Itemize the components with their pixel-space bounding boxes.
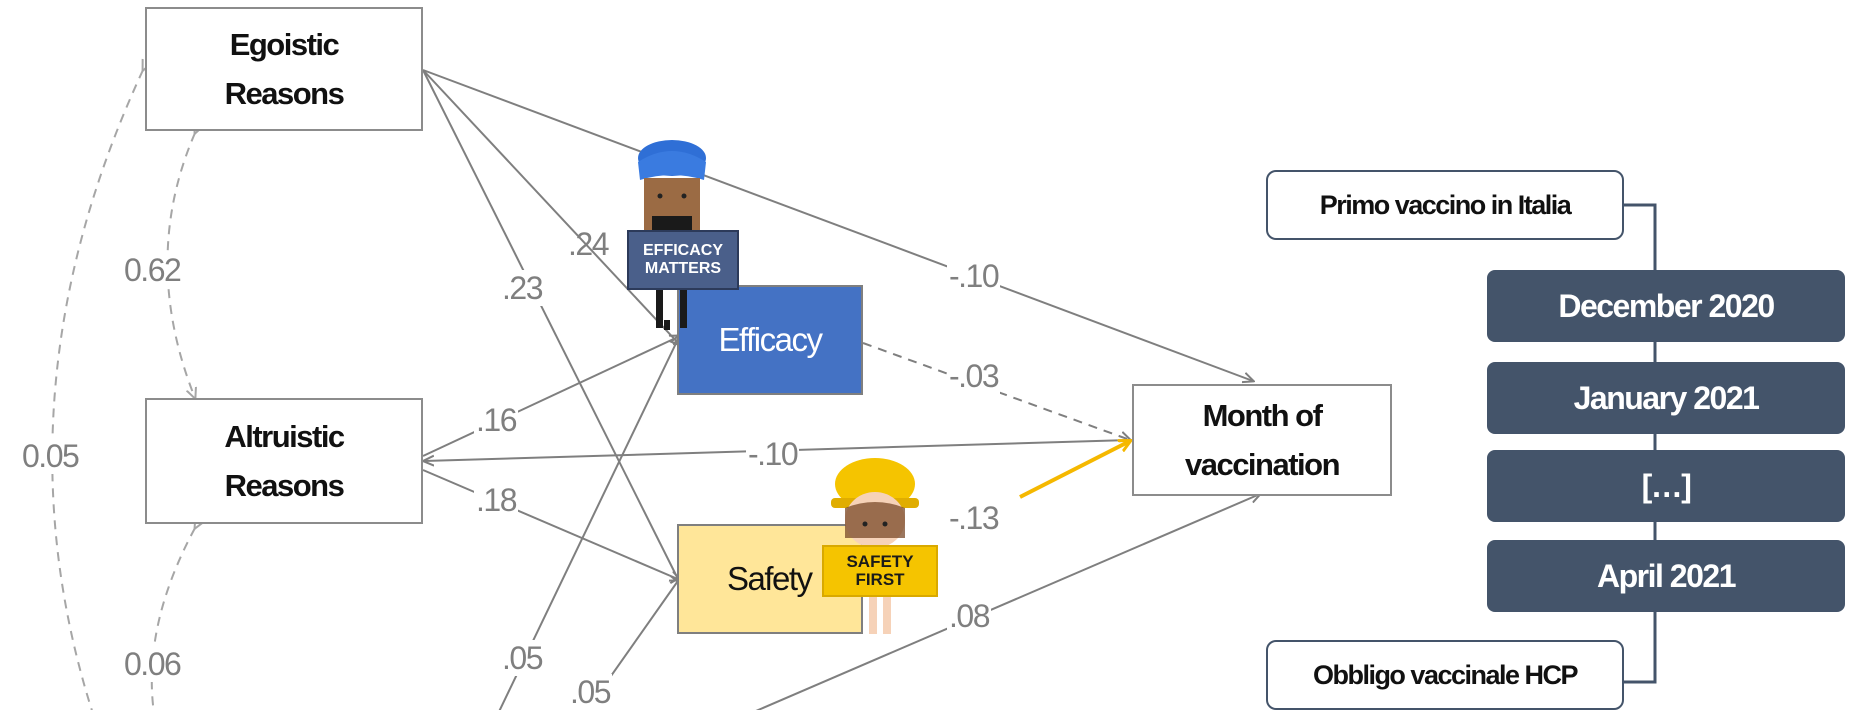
path-ego-month bbox=[422, 69, 1253, 381]
timeline-connector bbox=[1624, 203, 1657, 684]
path-ego-efficacy bbox=[422, 69, 680, 345]
path-ego-safety bbox=[422, 69, 680, 583]
safety-sign: SAFETY FIRST bbox=[822, 545, 938, 597]
corr-altruistic-lower: 0.06 bbox=[122, 646, 183, 682]
timeline-date-4-text: April 2021 bbox=[1597, 557, 1736, 594]
coef-altruistic-safety: .18 bbox=[474, 482, 518, 518]
correlation-altruistic-lower bbox=[150, 528, 195, 710]
coef-altruistic-efficacy: .16 bbox=[474, 402, 518, 438]
corr-ego-altruistic: 0.62 bbox=[122, 252, 183, 288]
worker-figure-icon bbox=[831, 458, 919, 634]
node-efficacy: Efficacy bbox=[677, 285, 863, 395]
timeline-date-3: […] bbox=[1487, 450, 1845, 522]
node-altruistic-label: Altruistic Reasons bbox=[224, 419, 345, 503]
coef-lower-safety: .05 bbox=[568, 674, 612, 710]
node-egoistic-reasons: Egoistic Reasons bbox=[145, 7, 423, 131]
node-efficacy-label: Efficacy bbox=[718, 321, 823, 358]
timeline-end-label: Obbligo vaccinale HCP bbox=[1266, 640, 1624, 710]
coef-month-altruistic: -.10 bbox=[746, 436, 800, 472]
path-safety-month-highlight bbox=[1019, 441, 1130, 499]
timeline-start-text: Primo vaccino in Italia bbox=[1319, 189, 1572, 220]
efficacy-sign: EFFICACY MATTERS bbox=[627, 230, 739, 290]
timeline-date-2-text: January 2021 bbox=[1573, 379, 1760, 416]
timeline-date-2: January 2021 bbox=[1487, 362, 1845, 434]
node-month-label: Month of vaccination bbox=[1184, 398, 1341, 482]
node-month-of-vaccination: Month of vaccination bbox=[1132, 384, 1392, 496]
timeline-date-3-text: […] bbox=[1641, 467, 1692, 504]
node-altruistic-reasons: Altruistic Reasons bbox=[145, 398, 423, 524]
path-altruistic-efficacy bbox=[422, 336, 680, 457]
timeline-start-label: Primo vaccino in Italia bbox=[1266, 170, 1624, 240]
coef-efficacy-month: -.03 bbox=[947, 358, 1001, 394]
safety-sign-text: SAFETY FIRST bbox=[846, 552, 914, 589]
efficacy-sign-text: EFFICACY MATTERS bbox=[643, 242, 723, 277]
correlation-ego-lower bbox=[51, 70, 143, 710]
timeline-end-text: Obbligo vaccinale HCP bbox=[1312, 659, 1579, 690]
timeline-date-1-text: December 2020 bbox=[1558, 287, 1775, 324]
doctor-figure-icon bbox=[638, 140, 706, 330]
coef-ego-safety: .23 bbox=[500, 270, 544, 306]
coef-ego-efficacy: .24 bbox=[568, 226, 609, 262]
node-egoistic-label: Egoistic Reasons bbox=[224, 27, 345, 111]
corr-ego-lower: 0.05 bbox=[20, 438, 81, 474]
coef-lower-month: .08 bbox=[947, 598, 991, 634]
path-altruistic-safety bbox=[422, 469, 680, 580]
coef-ego-month: -.10 bbox=[947, 258, 1001, 294]
path-lower-month bbox=[755, 494, 1260, 710]
coef-safety-month: -.13 bbox=[947, 500, 1001, 536]
node-safety: Safety bbox=[677, 524, 863, 634]
node-safety-label: Safety bbox=[727, 560, 813, 597]
timeline-date-1: December 2020 bbox=[1487, 270, 1845, 342]
coef-lower-efficacy: .05 bbox=[500, 640, 544, 676]
timeline-date-4: April 2021 bbox=[1487, 540, 1845, 612]
